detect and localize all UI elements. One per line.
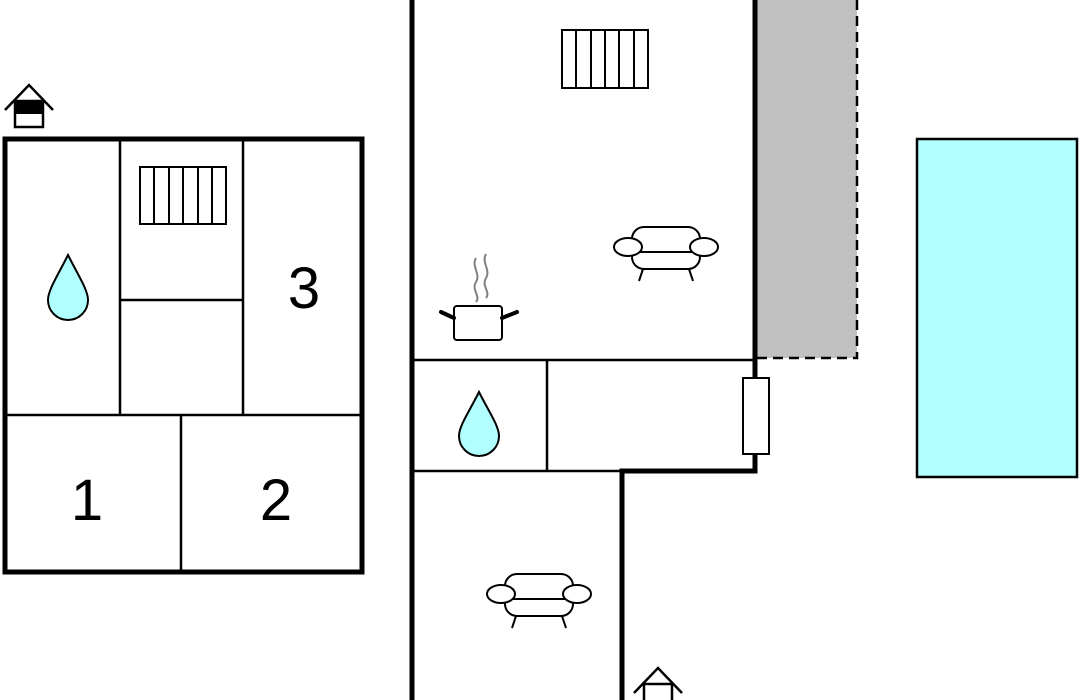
house-entrance-icon [4, 83, 54, 129]
pool [915, 137, 1079, 479]
water-drop-icon [457, 389, 501, 457]
water-drop-icon [46, 252, 90, 321]
house-entrance-icon [633, 666, 683, 700]
door-icon [742, 377, 770, 455]
sofa-icon [486, 573, 592, 629]
cooking-pot-icon [439, 253, 519, 341]
bedroom-1-label: 1 [71, 468, 103, 533]
stairs-icon [561, 29, 649, 89]
main-building [409, 0, 770, 700]
stairs-icon [139, 166, 227, 225]
sofa-icon [613, 226, 719, 282]
left-building: 1 2 3 [2, 83, 365, 575]
bedroom-3-label: 3 [288, 256, 320, 321]
terrace [757, 0, 859, 360]
bedroom-2-label: 2 [260, 468, 292, 533]
main-east-wall [619, 0, 758, 700]
